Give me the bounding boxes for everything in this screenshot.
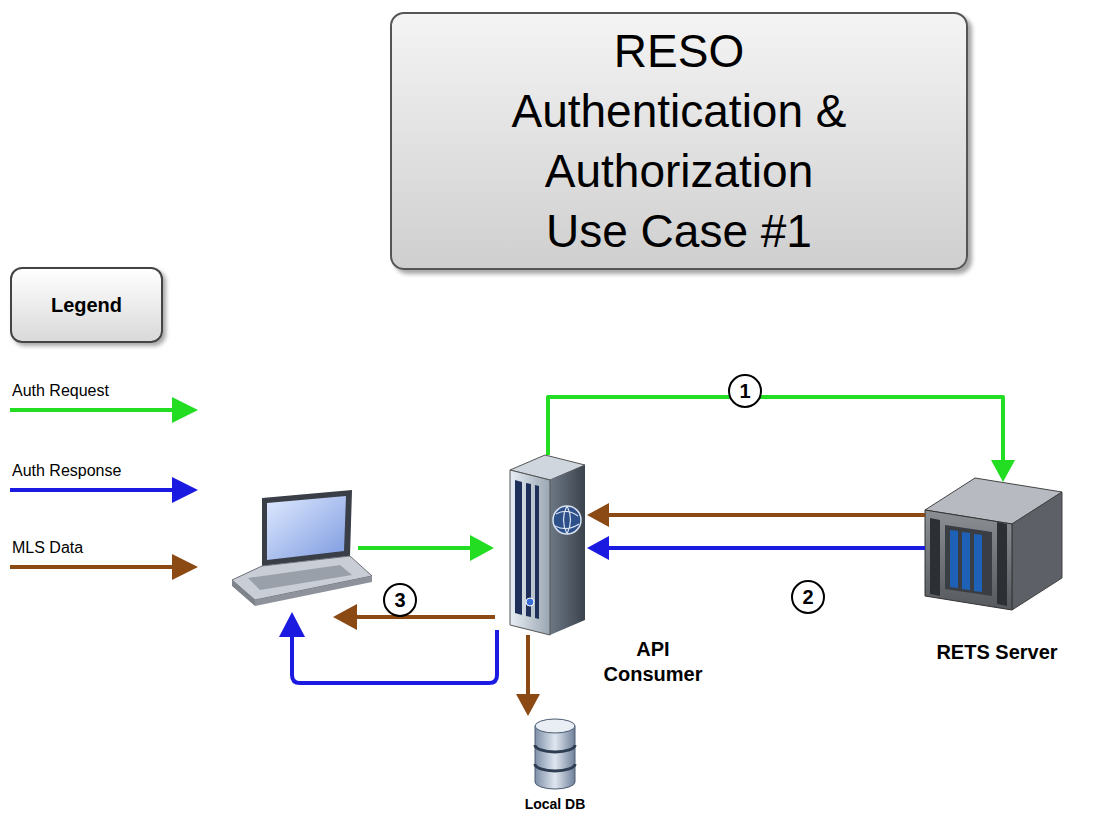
art-shape xyxy=(930,518,940,596)
node-label: Local DB xyxy=(493,796,617,812)
legend-label: Auth Request xyxy=(12,382,109,400)
laptop-wires xyxy=(279,535,497,683)
rets-server-node: RETS Server xyxy=(920,476,1062,610)
art-shape xyxy=(262,490,352,566)
connector-line xyxy=(526,635,530,700)
art-shape xyxy=(535,485,539,619)
node-label: Legend xyxy=(51,294,122,317)
database-icon xyxy=(535,719,575,789)
laptop-icon xyxy=(232,490,372,606)
title-box: RESO Authentication & Authorization Use … xyxy=(390,12,968,270)
arrowhead xyxy=(587,503,609,527)
art-shape xyxy=(352,615,495,619)
api-consumer-node: API Consumer xyxy=(495,455,585,635)
art-shape xyxy=(550,465,585,635)
legend-label: MLS Data xyxy=(12,539,83,557)
art-shape xyxy=(526,483,531,617)
local-db-node: Local DB xyxy=(533,718,577,790)
connector xyxy=(548,397,1015,482)
art-shape xyxy=(555,506,579,534)
connector-line xyxy=(603,513,925,517)
art-shape xyxy=(10,565,180,569)
rack-server-icon xyxy=(925,478,1062,610)
art-shape xyxy=(10,408,180,412)
art-shape xyxy=(172,397,198,423)
art-shape xyxy=(997,522,1007,606)
art-shape xyxy=(535,764,575,771)
tower-server-icon xyxy=(510,455,585,635)
art-shape xyxy=(553,506,581,534)
art-shape xyxy=(292,630,497,683)
art-shape xyxy=(535,726,575,789)
callout-number: 1 xyxy=(728,374,762,408)
art-shape xyxy=(470,535,494,561)
art-shape xyxy=(974,534,982,592)
art-shape xyxy=(950,530,958,588)
callout-number: 2 xyxy=(791,580,825,614)
legend-samples xyxy=(10,397,198,580)
connector xyxy=(587,503,925,527)
art-shape xyxy=(358,546,475,550)
art-shape xyxy=(172,477,198,503)
art-shape xyxy=(945,525,992,596)
art-shape xyxy=(279,612,305,637)
node-label: API Consumer xyxy=(603,637,703,687)
art-shape xyxy=(962,532,970,590)
arrowhead xyxy=(587,536,609,560)
arrowhead xyxy=(991,460,1015,482)
art-shape xyxy=(232,580,255,606)
arrowhead xyxy=(516,694,540,716)
legend-box: Legend xyxy=(10,267,163,343)
art-shape xyxy=(10,488,180,492)
legend-label: Auth Response xyxy=(12,462,121,480)
art-shape xyxy=(510,470,550,635)
art-shape xyxy=(515,480,522,615)
connector xyxy=(516,635,540,716)
art-shape xyxy=(535,719,575,733)
art-shape xyxy=(267,496,346,560)
callout-number: 3 xyxy=(383,583,417,617)
art-shape xyxy=(255,576,372,606)
art-shape xyxy=(1012,492,1062,610)
art-shape xyxy=(333,604,357,630)
connector-line xyxy=(603,546,925,550)
art-shape xyxy=(526,598,534,606)
diagram-title: RESO Authentication & Authorization Use … xyxy=(498,21,860,261)
art-shape xyxy=(172,554,198,580)
art-shape xyxy=(925,510,1012,610)
node-label: RETS Server xyxy=(912,640,1082,665)
art-shape xyxy=(535,745,575,752)
connector-line xyxy=(548,397,1003,466)
connector xyxy=(587,536,925,560)
